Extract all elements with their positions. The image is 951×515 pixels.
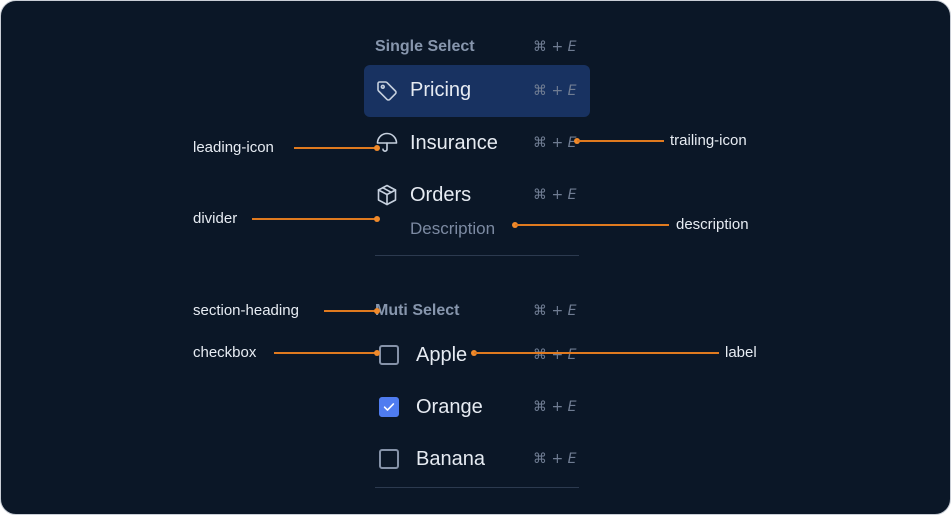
multi-select-heading-shortcut: ⌘ + E: [533, 303, 577, 319]
menu-item-label: Apple: [416, 344, 468, 366]
check-icon: [383, 403, 395, 411]
annotation-leader-line: [577, 140, 664, 142]
menu-item-shortcut: ⌘ + E: [533, 83, 577, 99]
menu-item-label: Banana: [416, 448, 485, 470]
annotation-dot: [374, 308, 380, 314]
checkbox[interactable]: [379, 345, 399, 365]
menu-item-orange[interactable]: Orange ⌘ + E: [364, 383, 590, 431]
checkbox-checked[interactable]: [379, 397, 399, 417]
section-divider-bottom: [375, 487, 579, 488]
single-select-heading: Single Select: [375, 38, 475, 55]
umbrella-icon: [375, 131, 399, 155]
menu-item-apple[interactable]: Apple ⌘ + E: [364, 331, 590, 379]
menu-item-insurance[interactable]: Insurance ⌘ + E: [364, 119, 590, 169]
annotation-leading-icon: leading-icon: [193, 139, 274, 156]
menu-item-banana[interactable]: Banana ⌘ + E: [364, 435, 590, 483]
annotation-description: description: [676, 216, 749, 233]
annotation-leader-line: [294, 147, 377, 149]
menu-item-orders[interactable]: Orders ⌘ + E Description: [364, 171, 590, 243]
tag-icon: [375, 79, 399, 103]
annotation-leader-line: [474, 352, 719, 354]
annotation-dot: [374, 216, 380, 222]
annotation-leader-line: [252, 218, 377, 220]
menu-item-shortcut: ⌘ + E: [533, 135, 577, 151]
menu-item-label: Insurance: [410, 132, 498, 154]
single-select-heading-shortcut: ⌘ + E: [533, 39, 577, 55]
menu-item-description: Description: [410, 219, 496, 238]
annotation-dot: [374, 145, 380, 151]
menu-item-label: Orders: [410, 184, 472, 206]
annotation-leader-line: [515, 224, 669, 226]
annotation-section-heading: section-heading: [193, 302, 299, 319]
annotation-label: label: [725, 344, 757, 361]
annotation-leader-line: [324, 310, 377, 312]
menu-item-shortcut: ⌘ + E: [533, 399, 577, 415]
multi-select-heading: Muti Select: [375, 302, 460, 319]
menu-item-shortcut: ⌘ + E: [533, 187, 577, 203]
annotation-leader-line: [274, 352, 377, 354]
annotation-divider: divider: [193, 210, 238, 227]
box-icon: [375, 183, 399, 207]
menu-item-shortcut: ⌘ + E: [533, 451, 577, 467]
menu-item-label: Pricing: [410, 79, 472, 101]
section-divider: [375, 255, 579, 256]
menu-item-pricing[interactable]: Pricing ⌘ + E: [364, 65, 590, 117]
menu-item-label: Orange: [416, 396, 483, 418]
annotation-trailing-icon: trailing-icon: [670, 132, 747, 149]
checkbox[interactable]: [379, 449, 399, 469]
annotation-checkbox: checkbox: [193, 344, 257, 361]
annotation-dot: [374, 350, 380, 356]
menu-item-shortcut: ⌘ + E: [533, 347, 577, 363]
